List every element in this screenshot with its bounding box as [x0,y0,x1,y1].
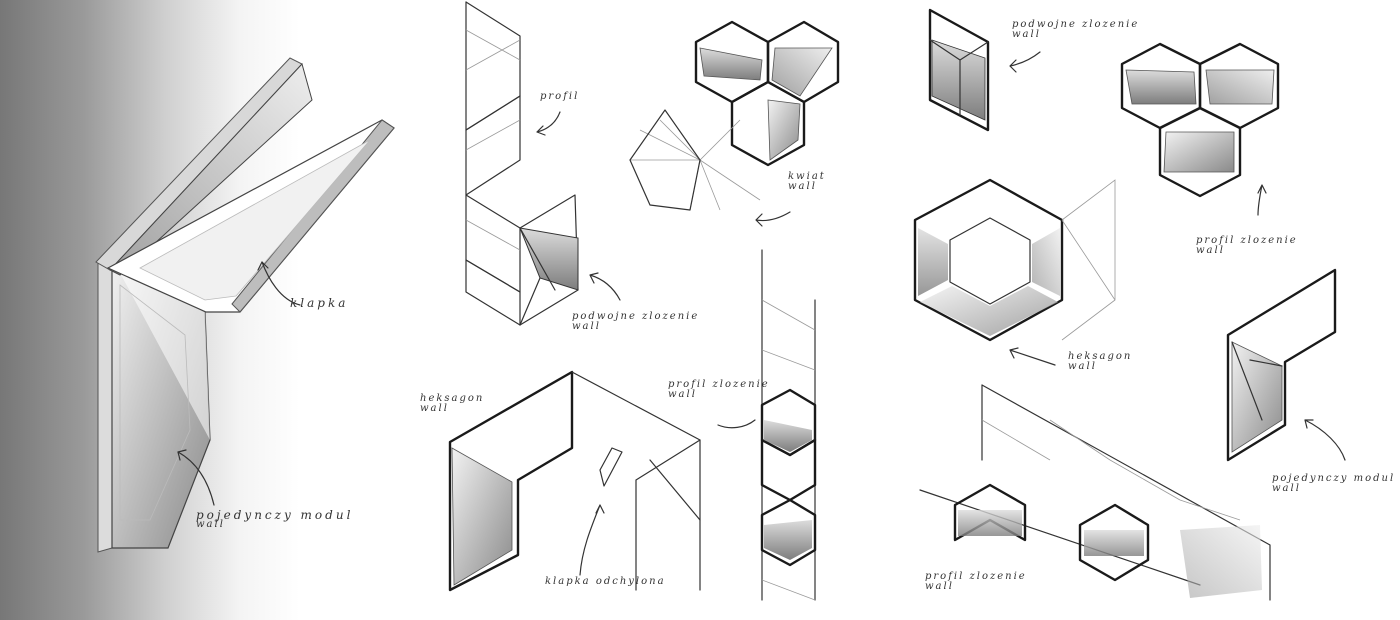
label-klapka: klapka [290,296,349,310]
open-frame-sketch [448,370,701,592]
label-double-fold-top: podwojne zlozenie wall [1012,19,1140,40]
label-profile-fold-mid: profil zlozenie wall [668,379,770,400]
profile-band-sketch [919,384,1271,601]
double-fold-sketch [928,8,990,132]
label-hexagon-mid: heksagon wall [420,393,485,414]
label-flap-tilted: klapka odchylona [545,576,666,587]
label-single-module-left: pojedynczy modul wall [196,508,354,530]
label-double-fold-mid: podwojne zlozenie wall [572,311,700,332]
profile-strip-sketch [465,1,579,326]
hex-cluster-sketch [1120,42,1280,198]
label-kwiat: kwiat wall [788,171,826,192]
label-profile-fold-bottom: profil zlozenie wall [925,571,1027,592]
label-profile-fold-right: profil zlozenie wall [1196,235,1298,256]
label-hexagon-right: heksagon wall [1068,351,1133,372]
label-profil: profil [540,91,580,102]
label-single-module-right: pojedynczy modul wall [1272,473,1396,494]
profile-column-sketch [760,249,817,601]
single-module-render [95,57,395,553]
flower-sketch [629,20,840,211]
hexagon-sketch [913,178,1116,342]
single-module-sketch [1226,268,1337,462]
